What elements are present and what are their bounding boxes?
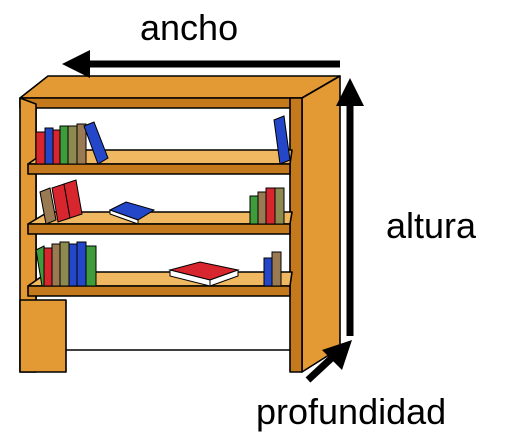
book — [249, 195, 259, 225]
book — [43, 247, 53, 287]
books-bottom-left — [35, 241, 97, 287]
height-arrow-icon — [336, 78, 364, 336]
book — [44, 127, 54, 165]
book — [85, 245, 97, 287]
book-lying-bottom — [168, 261, 240, 287]
shelf-board-2-front — [27, 223, 291, 235]
book-lying-middle — [108, 201, 156, 225]
book — [263, 257, 273, 287]
width-arrow-icon — [62, 50, 340, 78]
book — [76, 241, 87, 287]
book-pages — [109, 209, 139, 225]
book — [265, 187, 276, 225]
shelf-right-side — [301, 75, 341, 373]
book — [59, 241, 70, 287]
width-label: ancho — [140, 7, 239, 48]
shelf-top-front — [19, 97, 303, 109]
shelf-board-3-front — [27, 285, 291, 297]
book — [39, 187, 57, 225]
book — [76, 123, 87, 165]
books-top-right — [273, 115, 291, 165]
book — [274, 187, 285, 225]
book — [68, 243, 78, 287]
books-top-left — [35, 121, 109, 165]
book — [51, 243, 61, 287]
book — [83, 121, 109, 165]
depth-arrow-icon — [305, 340, 352, 383]
book — [52, 129, 61, 165]
bookshelf-icon — [19, 75, 341, 373]
shelf-right-front-edge — [289, 97, 303, 373]
book — [63, 179, 83, 219]
book — [59, 125, 69, 165]
shelf-top-board — [19, 75, 341, 99]
book — [271, 251, 282, 287]
books-middle-right — [249, 187, 285, 225]
book — [67, 125, 78, 165]
book-pages — [209, 269, 239, 287]
books-middle-left — [39, 179, 83, 225]
books-bottom-right — [263, 251, 282, 287]
height-label: altura — [386, 205, 477, 246]
book — [257, 191, 267, 225]
shelf-left-foot — [19, 299, 67, 373]
shelf-board-1-front — [27, 163, 291, 175]
book — [273, 115, 291, 165]
book — [35, 131, 46, 165]
depth-label: profundidad — [256, 391, 447, 432]
